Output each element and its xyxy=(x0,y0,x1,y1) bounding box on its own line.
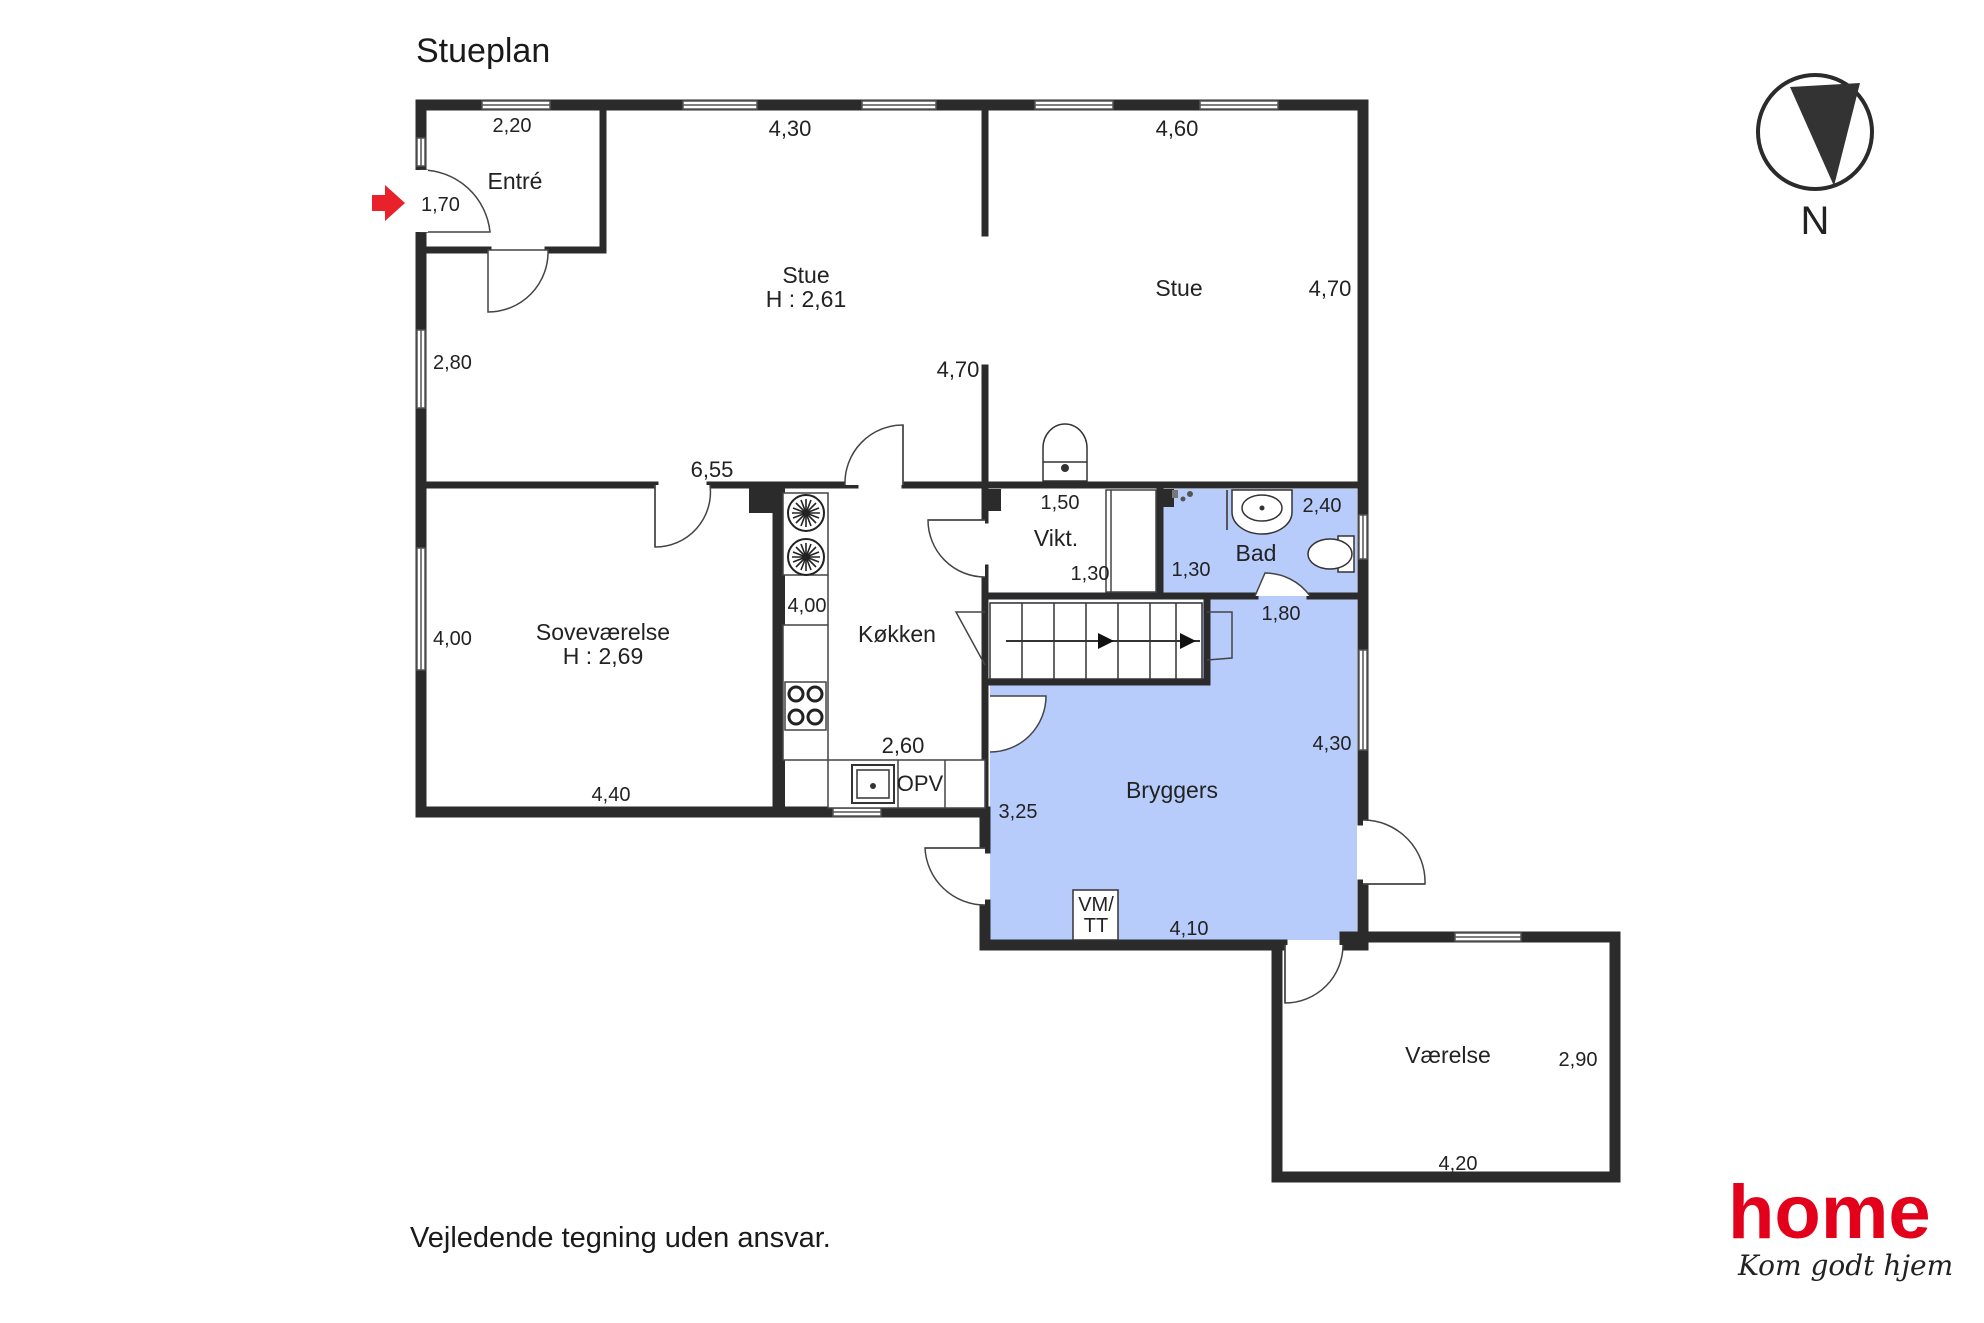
vm-tt-label-bottom: TT xyxy=(1084,915,1108,937)
compass-icon xyxy=(1756,73,1874,191)
dim-stue-total: 6,55 xyxy=(691,457,734,482)
room-label-vaerelse: Værelse xyxy=(1405,1042,1491,1068)
dim-sove-width: 4,40 xyxy=(592,784,631,806)
dim-kokken-depth: 4,00 xyxy=(788,595,827,617)
room-label-kokken: Køkken xyxy=(858,621,936,647)
entrance-arrow-icon xyxy=(372,185,405,221)
kitchen-column xyxy=(749,485,777,513)
stair-arrow-end-icon xyxy=(1180,633,1196,649)
dim-sove-depth: 4,00 xyxy=(433,628,472,650)
room-label-stue-1: Stue xyxy=(782,262,829,288)
dim-entre-width: 2,20 xyxy=(493,115,532,137)
dim-stue-2-depth: 4,70 xyxy=(1309,276,1352,301)
dim-stue-inner: 4,70 xyxy=(937,357,980,382)
compass-label: N xyxy=(1801,199,1830,243)
vm-tt-box xyxy=(1072,889,1119,941)
dim-entre-depth: 1,70 xyxy=(421,194,460,216)
room-label-stue-2: Stue xyxy=(1155,275,1202,301)
windows xyxy=(416,100,1522,942)
room-height-sovevaerelse: H : 2,69 xyxy=(563,643,644,669)
sink-icon xyxy=(851,764,895,804)
dim-bad-width: 2,40 xyxy=(1303,495,1342,517)
stair-arrow-icon xyxy=(1098,633,1114,649)
dim-left-wall: 2,80 xyxy=(433,352,472,374)
toilet-icon xyxy=(1307,535,1355,573)
logo-brand: home xyxy=(1728,1170,1931,1255)
dim-kokken-width: 2,60 xyxy=(882,733,925,758)
stove-icon xyxy=(784,681,827,731)
logo-tagline: Kom godt hjem xyxy=(1737,1249,1953,1282)
dim-bryggers-depth: 4,30 xyxy=(1313,733,1352,755)
bad-column xyxy=(1160,489,1174,507)
fan-icon xyxy=(787,494,825,532)
room-label-bryggers: Bryggers xyxy=(1126,777,1218,803)
room-height-stue-1: H : 2,61 xyxy=(766,286,847,312)
doors xyxy=(414,169,1426,1004)
page-title: Stueplan xyxy=(416,32,551,70)
room-label-entre: Entré xyxy=(488,168,543,194)
shower-drain-icon xyxy=(1172,490,1193,502)
dim-vikt-width: 1,50 xyxy=(1041,492,1080,514)
vikt-column xyxy=(985,489,1001,511)
dim-vaerelse-depth: 2,90 xyxy=(1559,1049,1598,1071)
staircase xyxy=(989,602,1203,680)
dim-vikt-depth: 1,30 xyxy=(1071,563,1110,585)
dim-stue-1-width: 4,30 xyxy=(769,116,812,141)
opv-label: OPV xyxy=(897,771,944,796)
dim-bad-depth: 1,30 xyxy=(1172,559,1211,581)
room-label-vikt: Vikt. xyxy=(1034,525,1078,551)
dim-bryggers-width: 4,10 xyxy=(1170,918,1209,940)
fan-icon xyxy=(787,538,825,576)
dim-stue-2-width: 4,60 xyxy=(1156,116,1199,141)
dim-bryggers-left: 3,25 xyxy=(999,801,1038,823)
room-label-sovevaerelse: Soveværelse xyxy=(536,619,670,645)
home-logo: home Kom godt hjem xyxy=(1728,1170,1953,1282)
vm-tt-label-top: VM/ xyxy=(1078,894,1114,916)
disclaimer-text: Vejledende tegning uden ansvar. xyxy=(410,1222,831,1254)
vikt-closet xyxy=(1105,489,1157,593)
dim-vaerelse-width: 4,20 xyxy=(1439,1153,1478,1175)
washbasin-icon xyxy=(1042,423,1088,482)
washbasin-icon xyxy=(1231,489,1293,535)
room-label-bad: Bad xyxy=(1236,540,1277,566)
dim-stair: 1,80 xyxy=(1262,603,1301,625)
